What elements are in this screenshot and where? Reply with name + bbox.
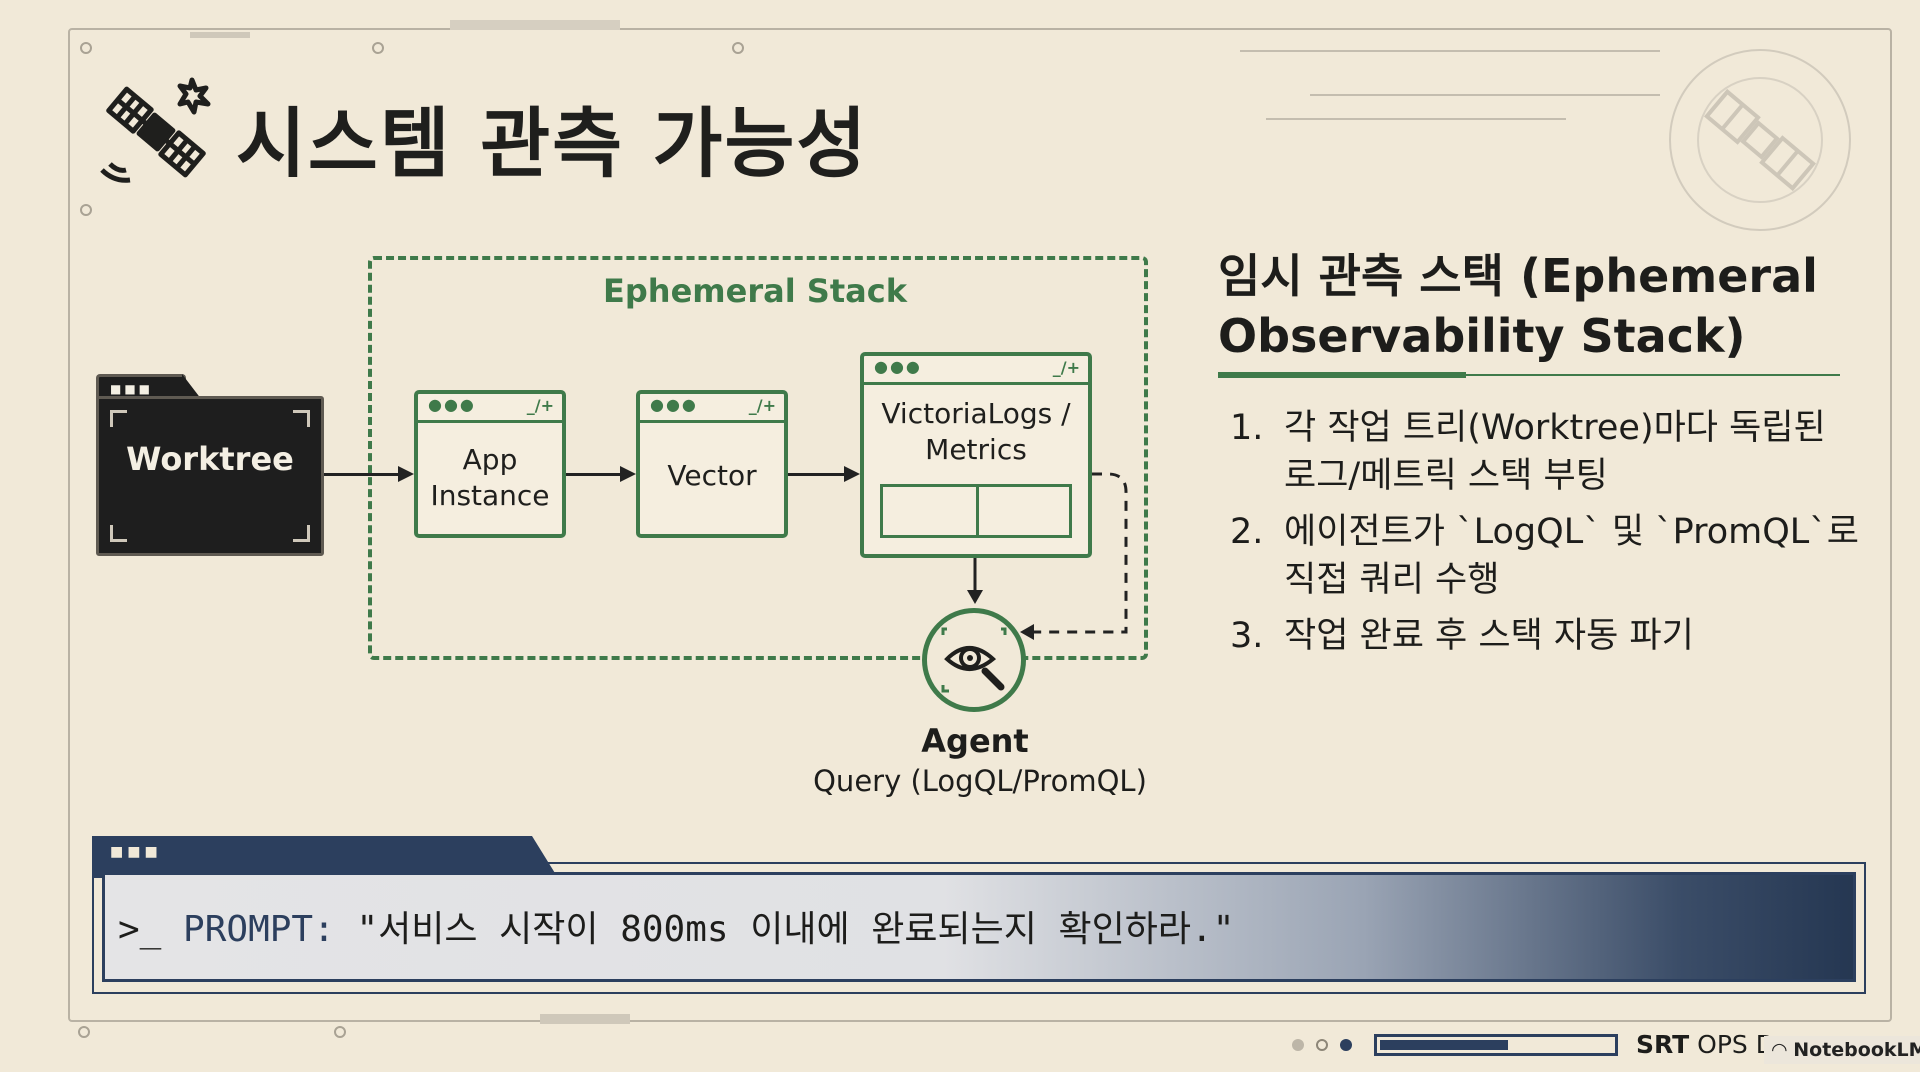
prompt-line: >_ PROMPT: "서비스 시작이 800ms 이내에 완료되는지 확인하라… [118,900,1234,952]
window-dots: ●●● [874,357,922,376]
eye-search-icon [941,627,1007,693]
frame-decor [450,20,620,30]
folder-corner [110,525,127,542]
arrow-worktree-to-app [324,466,414,482]
footer-brand-bold: SRT [1636,1030,1690,1059]
page-title: 시스템 관측 가능성 [236,99,869,188]
folder-dots: ■■■ [110,382,154,396]
prompt-outer-frame [92,862,1866,994]
app-instance-node: ●●● _/+ App Instance [414,390,566,538]
window-controls: _/+ [1052,358,1080,377]
agent-node [922,608,1026,712]
page-dot[interactable] [1292,1039,1304,1051]
satellite-icon [100,77,211,183]
folder-corner [110,410,127,427]
frame-rivet [732,42,744,54]
window-icon: ●●● _/+ [640,394,784,423]
list-item-line2: 로그/메트릭 스택 부팅 [1284,456,1608,496]
frame-decor [190,32,250,38]
app-label-line1: App [462,443,518,476]
folder-corner [293,525,310,542]
list-item: 2. 에이전트가 `LogQL` 및 `PromQL`로 직접 쿼리 수행 [1230,508,1870,604]
panel-divider [976,487,979,535]
panel-title-line1: 임시 관측 스택 (Ephemeral [1218,249,1818,303]
footer-brand: SRT OPS D [1636,1030,1775,1059]
prompt-text: "서비스 시작이 800ms 이내에 완료되는지 확인하라." [356,909,1235,950]
progress-bar [1374,1034,1618,1056]
worktree-node: ■■■ Worktree [96,374,324,556]
window-icon: ●●● _/+ [418,394,562,423]
circuit-line [1266,118,1566,120]
list-item: 3. 작업 완료 후 스택 자동 파기 [1230,612,1870,660]
panel-rule [1218,374,1840,376]
feature-list: 1. 각 작업 트리(Worktree)마다 독립된 로그/메트릭 스택 부팅 … [1230,404,1870,668]
stack-label: Ephemeral Stack [603,272,907,310]
folder-body [96,396,324,556]
vector-node: ●●● _/+ Vector [636,390,788,538]
window-dots: ●●● [650,395,698,414]
window-controls: _/+ [748,396,776,415]
agent-subtitle: Query (LogQL/PromQL) [813,764,1147,798]
prompt-tab [92,836,532,878]
frame-rivet [334,1026,346,1038]
list-item: 1. 각 작업 트리(Worktree)마다 독립된 로그/메트릭 스택 부팅 [1230,404,1870,500]
panel-title-line2: Observability Stack) [1218,309,1746,363]
arrow-vector-to-victorialogs [788,466,860,482]
notebooklm-icon: ◠ [1772,1039,1787,1061]
panel-rule-accent [1218,372,1466,378]
list-item-number: 2. [1230,512,1264,552]
app-label-line2: Instance [430,479,550,512]
terminal-prompt-icon: >_ [118,909,162,950]
ephemeral-stack-container [368,256,1148,660]
circuit-line [1240,50,1660,52]
vector-label: Vector [667,459,757,492]
vm-label-line2: Metrics [925,433,1027,466]
data-panel [880,484,1072,538]
list-item-line1: 각 작업 트리(Worktree)마다 독립된 [1284,408,1826,448]
frame-decor [540,1014,630,1024]
victorialogs-node: ●●● _/+ VictoriaLogs / Metrics [860,352,1092,558]
satellite-icon [1669,49,1851,231]
prompt-keyword: PROMPT: [183,909,335,950]
progress-fill [1380,1040,1508,1050]
folder-corner [293,410,310,427]
page-dot[interactable] [1316,1039,1328,1051]
vm-label-line1: VictoriaLogs / [881,397,1071,430]
list-item-line1: 작업 완료 후 스택 자동 파기 [1284,616,1694,656]
window-dots: ●●● [428,395,476,414]
agent-title: Agent [921,722,1029,760]
arrow-app-to-vector [566,466,636,482]
circuit-line [1310,94,1660,96]
window-icon: ●●● _/+ [864,356,1088,385]
prompt-tab-edge [532,836,558,878]
list-item-line2: 직접 쿼리 수행 [1284,560,1500,600]
list-item-line1: 에이전트가 `LogQL` 및 `PromQL`로 [1284,512,1860,552]
list-item-number: 3. [1230,616,1264,656]
panel-title: 임시 관측 스택 (Ephemeral Observability Stack) [1218,246,1858,366]
frame-rivet [80,204,92,216]
prompt-box [102,872,1856,982]
worktree-label: Worktree [126,440,294,478]
notebooklm-badge: ◠ NotebookLM [1764,1036,1920,1064]
slide-frame [68,28,1892,1022]
frame-rivet [78,1026,90,1038]
list-item-number: 1. [1230,408,1264,448]
notebooklm-label: NotebookLM [1793,1039,1920,1061]
page-dot[interactable] [1340,1039,1352,1051]
arrow-victorialogs-to-agent [967,472,1128,640]
frame-rivet [80,42,92,54]
window-controls: _/+ [526,396,554,415]
footer-brand-rest: OPS D [1697,1030,1775,1059]
prompt-tab-dots: ■■■ [110,844,162,860]
frame-rivet [372,42,384,54]
